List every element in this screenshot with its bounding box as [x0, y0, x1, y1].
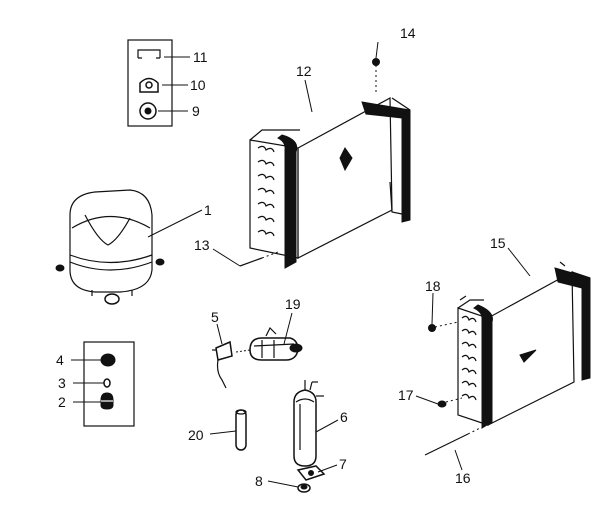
callout-13: 13	[194, 237, 210, 253]
accumulator	[293, 380, 324, 467]
callout-18: 18	[425, 278, 441, 294]
callout-6: 6	[340, 409, 348, 425]
fittings-card-upper	[127, 39, 173, 127]
overload-switch	[235, 326, 303, 361]
callout-labels: 1 2 3 4 5 6 7 8 9 10 11 12 13 14 15 16 1…	[56, 25, 506, 489]
callout-11: 11	[193, 49, 208, 65]
callout-12: 12	[296, 63, 312, 79]
compressor	[55, 189, 165, 305]
callout-5: 5	[211, 309, 219, 325]
callout-7: 7	[339, 456, 347, 472]
callout-8: 8	[255, 473, 263, 489]
callout-2: 2	[58, 394, 66, 410]
callout-9: 9	[192, 103, 200, 119]
callout-16: 16	[455, 470, 471, 486]
relay	[212, 340, 233, 389]
screw-8	[297, 483, 311, 493]
screw-13	[239, 251, 279, 267]
leader-lines	[71, 41, 531, 488]
capillary-tube	[424, 427, 481, 456]
callout-1: 1	[204, 202, 212, 218]
condenser-coil-upper	[249, 97, 411, 269]
tube-20	[235, 409, 247, 451]
callout-19: 19	[285, 296, 301, 312]
callout-14: 14	[400, 25, 416, 41]
callout-3: 3	[58, 375, 66, 391]
screw-14	[372, 58, 380, 92]
callout-4: 4	[56, 352, 64, 368]
fittings-card-lower	[83, 341, 135, 427]
condenser-coil-lower	[457, 261, 591, 429]
screw-18	[428, 321, 459, 332]
clamp-7	[296, 465, 326, 481]
callout-10: 10	[190, 77, 206, 93]
callout-20: 20	[188, 427, 204, 443]
callout-15: 15	[490, 235, 506, 251]
callout-17: 17	[398, 387, 414, 403]
